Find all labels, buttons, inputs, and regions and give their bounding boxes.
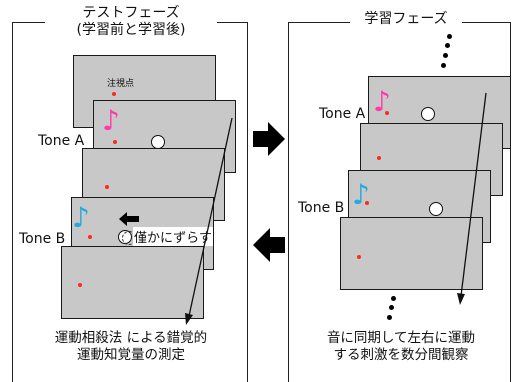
music-note-icon: ♪	[373, 85, 391, 118]
sequence-dot	[391, 296, 396, 301]
left-tone-b-label: Tone B	[19, 231, 66, 247]
music-note-icon: ♪	[72, 201, 90, 234]
fixation-dot	[112, 92, 116, 96]
left-panel-title: テストフェーズ (学習前と学習後)	[45, 5, 217, 39]
left-time-arrow	[185, 117, 233, 325]
left-tone-a-label: Tone A	[38, 133, 85, 149]
right-caption-line2: する刺激を数分間観察	[333, 347, 469, 363]
stimulus-circle	[421, 107, 435, 121]
left-caption-line1: 運動相殺法 による錯覚的	[54, 330, 208, 346]
left-title-line2: (学習前と学習後)	[76, 22, 186, 38]
arrow-left-icon	[253, 228, 285, 262]
left-caption-line2: 運動知覚量の測定	[77, 347, 185, 363]
fixation-dot	[113, 140, 117, 144]
right-caption: 音に同期して左右に運動 する刺激を数分間観察	[290, 330, 512, 364]
test-card-5	[61, 246, 204, 319]
sequence-dot	[387, 315, 392, 320]
right-tone-a-label: Tone A	[319, 106, 366, 122]
left-caption: 運動相殺法 による錯覚的 運動知覚量の測定	[20, 330, 242, 364]
fixation-dot	[385, 111, 389, 115]
music-note-icon: ♪	[102, 104, 120, 137]
fixation-label: 注視点	[107, 79, 135, 89]
fixation-dot	[357, 255, 361, 259]
left-title-line1: テストフェーズ	[82, 5, 180, 21]
stimulus-circle	[429, 202, 443, 216]
arrow-left-small-icon	[119, 212, 139, 226]
right-time-arrow	[457, 92, 487, 305]
sequence-dot	[389, 305, 394, 310]
right-panel-title: 学習フェーズ	[350, 11, 462, 28]
right-tone-b-label: Tone B	[298, 200, 345, 216]
sequence-dot	[445, 43, 450, 48]
sequence-dot	[443, 53, 448, 58]
shift-label: 僅かにずらす	[133, 227, 213, 246]
fixation-dot	[78, 283, 82, 287]
arrow-right-icon	[253, 122, 285, 156]
fixation-dot	[105, 185, 109, 189]
sequence-dot	[441, 63, 446, 68]
fixation-dot	[365, 201, 369, 205]
fixation-dot	[88, 235, 92, 239]
learn-card-4	[340, 217, 483, 290]
right-caption-line1: 音に同期して左右に運動	[326, 330, 476, 346]
sequence-dot	[447, 34, 452, 39]
fixation-dot	[377, 156, 381, 160]
